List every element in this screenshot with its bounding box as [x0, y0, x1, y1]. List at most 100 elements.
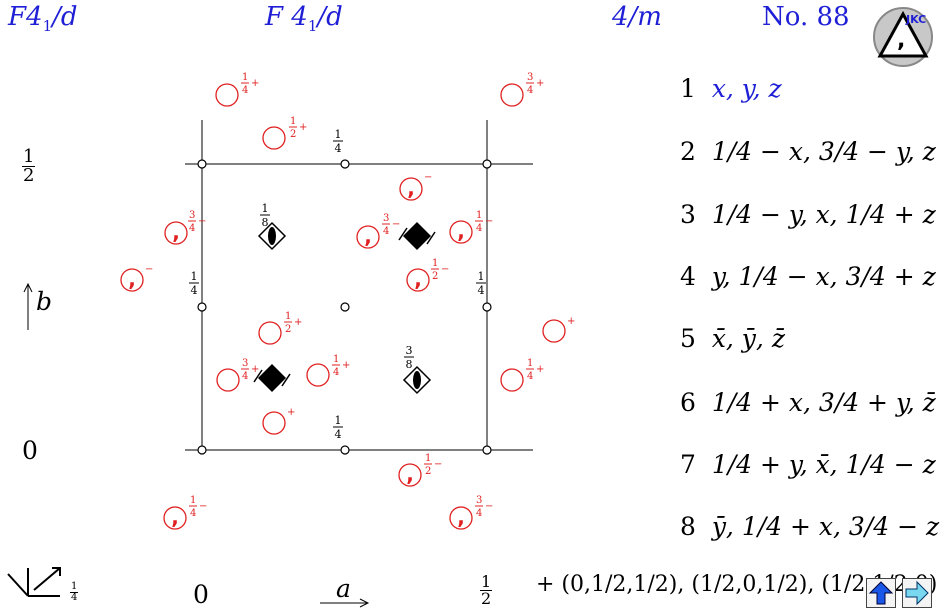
height-labels: 14 14 14 14 18 38 [189, 128, 486, 441]
full-symbol: F 41/d [265, 2, 343, 35]
svg-text:1: 1 [432, 258, 438, 269]
svg-text:−: − [424, 172, 432, 183]
svg-text:−: − [434, 459, 442, 470]
svg-text:1: 1 [191, 270, 198, 283]
svg-text:−: − [145, 264, 153, 275]
svg-text:4: 4 [191, 284, 198, 297]
svg-text:,: , [414, 267, 422, 291]
hm-symbol: F41/d [8, 2, 78, 35]
svg-text:3: 3 [189, 210, 195, 221]
svg-text:+: + [287, 407, 295, 418]
svg-text:1: 1 [425, 453, 431, 464]
svg-text:4: 4 [527, 371, 533, 382]
y-zero-label: 0 [22, 436, 38, 465]
svg-text:JKC: JKC [905, 13, 926, 26]
arrow-right-icon [905, 580, 929, 606]
unit-cell-outline [185, 120, 533, 451]
svg-text:1: 1 [190, 495, 196, 506]
svg-text:+: + [536, 78, 544, 89]
svg-text:+: + [251, 78, 259, 89]
svg-text:4: 4 [335, 428, 342, 441]
axes-corner-icon [7, 567, 61, 597]
svg-text:1: 1 [335, 414, 342, 427]
position-5: 5 x̄, ȳ, z̄ [680, 324, 785, 353]
svg-text:+: + [567, 316, 575, 327]
svg-text:3: 3 [527, 72, 533, 83]
b-axis-arrow [23, 282, 33, 330]
screw-axes [253, 222, 436, 392]
svg-text:4: 4 [476, 508, 482, 519]
position-4: 4 y, 1/4 − x, 3/4 + z [680, 262, 936, 291]
position-3: 3 1/4 − y, x, 1/4 + z [680, 200, 936, 229]
space-group-number: No. 88 [762, 2, 850, 32]
svg-text:4: 4 [190, 508, 196, 519]
svg-text:1: 1 [262, 202, 269, 215]
svg-text:−: − [198, 216, 206, 227]
svg-text:−: − [485, 501, 493, 512]
svg-text:4: 4 [333, 367, 339, 378]
position-7: 7 1/4 + y, x̄, 1/4 − z [680, 450, 936, 479]
arrow-up-icon [868, 581, 894, 605]
x-zero-label: 0 [193, 580, 209, 609]
svg-text:3: 3 [383, 213, 389, 224]
point-group: 4/m [612, 2, 662, 32]
svg-text:,: , [407, 176, 415, 200]
svg-text:−: − [485, 216, 493, 227]
svg-text:3: 3 [242, 358, 248, 369]
svg-text:2: 2 [425, 466, 431, 477]
svg-text:3: 3 [476, 495, 482, 506]
position-2: 2 1/4 − x, 3/4 − y, z [680, 137, 936, 166]
svg-text:,: , [128, 267, 136, 291]
svg-text:1: 1 [290, 116, 296, 127]
svg-text:+: + [536, 364, 544, 375]
svg-text:+: + [342, 360, 350, 371]
svg-text:4: 4 [383, 226, 389, 237]
svg-text:+: + [251, 364, 259, 375]
jkc-logo[interactable]: , JKC [872, 6, 934, 68]
svg-text:,: , [406, 462, 414, 486]
svg-text:,: , [364, 224, 372, 248]
svg-text:,: , [457, 505, 465, 529]
next-button[interactable] [902, 578, 932, 608]
position-height-labels: 14+ 34+ 12+ − 34− 34− 14− − 12− + 12+ 34… [145, 72, 575, 519]
inversion-centers [197, 159, 492, 455]
svg-text:1: 1 [242, 72, 248, 83]
svg-text:2: 2 [432, 271, 438, 282]
svg-text:−: − [199, 501, 207, 512]
svg-text:1: 1 [335, 128, 342, 141]
svg-text:4: 4 [527, 85, 533, 96]
jkc-logo-icon: , JKC [873, 7, 933, 67]
up-button[interactable] [866, 578, 896, 608]
svg-text:−: − [392, 219, 400, 230]
svg-text:,: , [897, 28, 905, 53]
svg-text:4: 4 [189, 223, 195, 234]
svg-text:4: 4 [242, 371, 248, 382]
svg-text:4: 4 [478, 284, 485, 297]
svg-text:1: 1 [285, 311, 291, 322]
svg-text:4: 4 [476, 223, 482, 234]
general-positions [120, 83, 566, 530]
position-1: 1 x, y, z [680, 74, 782, 103]
svg-text:3: 3 [406, 344, 413, 357]
a-axis-label: a [336, 574, 351, 603]
svg-text:1: 1 [527, 358, 533, 369]
svg-text:,: , [171, 505, 179, 529]
svg-text:+: + [299, 122, 307, 133]
comma-marks: , , , , , , , , , [128, 176, 465, 529]
svg-text:1: 1 [476, 210, 482, 221]
svg-text:8: 8 [406, 358, 413, 371]
four-bar-axes [257, 221, 432, 395]
svg-text:4: 4 [335, 142, 342, 155]
svg-text:−: − [441, 264, 449, 275]
svg-text:1: 1 [478, 270, 485, 283]
a-axis-arrow [320, 598, 370, 608]
svg-text:1: 1 [333, 354, 339, 365]
b-axis-label: b [36, 287, 53, 316]
svg-text:2: 2 [290, 129, 296, 140]
svg-text:,: , [172, 220, 180, 244]
svg-text:,: , [457, 219, 465, 243]
